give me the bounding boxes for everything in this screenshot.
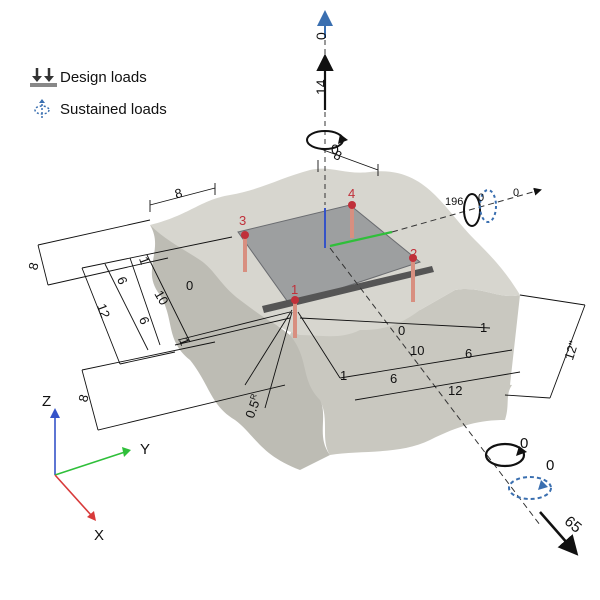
- moment-top-value: 0: [331, 141, 339, 157]
- dim-left-offset: 8: [25, 261, 41, 272]
- dim-front-12: 12: [448, 383, 462, 398]
- moment-bottom: [484, 442, 552, 500]
- dashed-rotation-arrows-icon: [34, 99, 50, 118]
- dim-front-1: 1: [480, 320, 487, 335]
- axis-y-label: Y: [140, 441, 150, 458]
- coordinate-axes: Z Y X: [42, 393, 150, 544]
- axis-x-line: [54, 474, 92, 516]
- legend-design-loads-label: Design loads: [60, 68, 147, 86]
- anchor-label-2: 2: [410, 246, 417, 261]
- dim-lower-left-8: 8: [75, 393, 91, 404]
- dim-center-0: 0: [186, 278, 193, 293]
- dim-front-10: 10: [410, 343, 424, 358]
- bottom-load-arrow: [539, 511, 579, 556]
- axis-z-label: Z: [42, 393, 51, 410]
- anchor-head-1: [291, 296, 299, 304]
- moment-bottom-sustained-value: 0: [546, 457, 554, 474]
- moment-top: [306, 130, 348, 150]
- moment-right-design-value: 196: [445, 196, 463, 208]
- dim-left-1a: 1: [136, 255, 153, 267]
- dim-front-0: 0: [398, 323, 405, 338]
- right-axis-value: 0: [513, 187, 519, 199]
- green-y-force: [329, 230, 393, 248]
- anchor-head-2: [409, 254, 417, 262]
- dim-left-12: 12: [94, 302, 113, 321]
- dim-left-6b: 6: [136, 315, 153, 327]
- axial-design-value: 14: [313, 79, 329, 95]
- concrete-left-face: [150, 225, 330, 470]
- anchor-head-3: [241, 231, 249, 239]
- right-axis-dashed: [391, 187, 542, 233]
- dim-front-1b: 1: [340, 368, 347, 383]
- attachment-rail: [262, 266, 434, 313]
- moment-right-sustained-value: 0: [478, 192, 484, 204]
- legend-sustained-loads: Sustained loads: [30, 98, 167, 120]
- dim-radius: 0.5R: [242, 392, 264, 420]
- legend-design-loads: Design loads: [30, 66, 167, 88]
- axial-sustained-value: 0: [313, 32, 329, 40]
- anchor-head-4: [348, 201, 356, 209]
- anchor-rod-4: [350, 208, 354, 238]
- dim-top-plate-depth: 8: [173, 185, 184, 201]
- dim-front-6b: 6: [390, 371, 397, 386]
- dim-left-10: 10: [151, 288, 171, 308]
- legend: Design loads Sustained loads: [30, 66, 167, 130]
- anchor-label-4: 4: [348, 186, 355, 201]
- bottom-axis-value: 65: [561, 513, 585, 537]
- axis-y-line: [54, 451, 126, 476]
- dim-front-6a: 6: [465, 346, 472, 361]
- anchor-rod-1: [293, 300, 297, 338]
- dim-left-6a: 6: [114, 275, 131, 287]
- dim-left-1b: 1: [176, 336, 193, 348]
- anchor-label-3: 3: [239, 213, 246, 228]
- dim-thickness: 12": [561, 339, 581, 362]
- axis-x-label: X: [94, 527, 104, 544]
- down-arrows-icon: [30, 68, 57, 87]
- base-plate: [237, 204, 422, 306]
- legend-sustained-loads-label: Sustained loads: [60, 100, 167, 118]
- anchors: 1 2 3 4: [239, 186, 417, 338]
- anchor-rod-3: [243, 236, 247, 272]
- moment-right: [463, 189, 497, 227]
- anchor-rod-2: [411, 258, 415, 302]
- moment-bottom-design-value: 0: [520, 435, 528, 452]
- dimension-lines: [37, 147, 586, 431]
- anchor-label-1: 1: [291, 282, 298, 297]
